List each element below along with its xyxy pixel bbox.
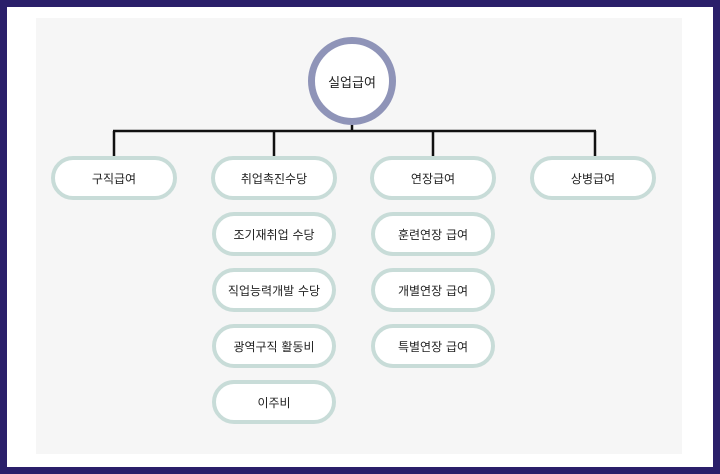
sub-label: 직업능력개발 수당 [227, 283, 321, 298]
category-node-3: 연장급여 [370, 156, 496, 200]
sub-node: 광역구직 활동비 [212, 324, 336, 368]
category-node-2: 취업촉진수당 [211, 156, 337, 200]
sub-node: 이주비 [212, 380, 336, 424]
category-label: 연장급여 [410, 171, 456, 186]
sub-label: 이주비 [257, 395, 291, 410]
sub-node: 조기재취업 수당 [212, 212, 336, 256]
category-node-1: 구직급여 [51, 156, 177, 200]
category-node-4: 상병급여 [530, 156, 656, 200]
sub-node: 직업능력개발 수당 [212, 268, 336, 312]
sub-label: 광역구직 활동비 [233, 339, 315, 354]
root-label: 실업급여 [328, 75, 376, 91]
category-label: 구직급여 [91, 171, 137, 186]
sub-label: 조기재취업 수당 [233, 227, 315, 242]
sub-label: 훈련연장 급여 [397, 227, 469, 242]
sub-node: 훈련연장 급여 [371, 212, 495, 256]
category-label: 상병급여 [570, 171, 616, 186]
category-label: 취업촉진수당 [240, 171, 308, 186]
sub-node: 개별연장 급여 [371, 268, 495, 312]
root-node: 실업급여 [308, 37, 396, 125]
sub-node: 특별연장 급여 [371, 324, 495, 368]
sub-label: 개별연장 급여 [397, 283, 469, 298]
sub-label: 특별연장 급여 [397, 339, 469, 354]
